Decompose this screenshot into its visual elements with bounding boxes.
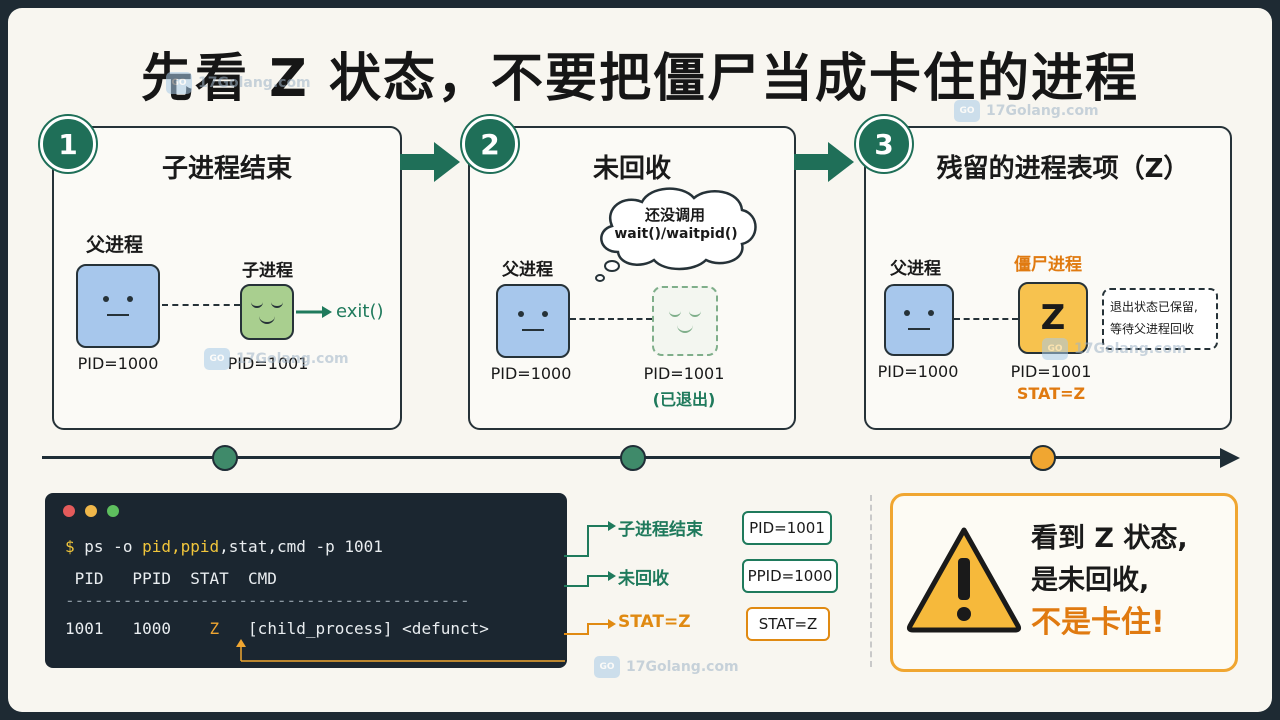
panel-title: 未回收	[592, 154, 671, 184]
watermark-text: 17Golang.com	[236, 351, 349, 367]
panel-step-1: 子进程结束 父进程 PID=1000 子进程 exit() PID=1001	[52, 126, 402, 430]
row-ppid: 1000	[132, 619, 171, 638]
zombie-stat: STAT=Z	[1016, 384, 1086, 403]
parent-process-face-icon	[884, 284, 954, 356]
zombie-letter: Z	[1040, 298, 1066, 338]
process-link-line	[954, 318, 1018, 320]
timeline-dot-2	[620, 445, 646, 471]
zombie-note-line-1: 退出状态已保留,	[1110, 300, 1198, 314]
exit-arrow-icon	[296, 306, 332, 318]
terminal-window: $ ps -o pid,ppid,stat,cmd -p 1001 PID PP…	[45, 493, 567, 668]
zombie-note-box: 退出状态已保留, 等待父进程回收	[1102, 288, 1218, 350]
step-badge-1: 1	[40, 116, 96, 172]
warning-line-3: 不是卡住!	[1031, 605, 1165, 640]
watermark-text: 17Golang.com	[198, 75, 311, 91]
parent-label: 父进程	[502, 260, 553, 280]
warning-card: 看到 Z 状态, 是未回收, 不是卡住!	[890, 493, 1238, 672]
close-dot-icon	[63, 505, 75, 517]
step-badge-3: 3	[856, 116, 912, 172]
parent-pid: PID=1000	[877, 362, 959, 381]
watermark-logo-icon: GO	[204, 348, 230, 370]
next-step-arrow-icon	[400, 142, 460, 182]
watermark: GO 17Golang.com	[954, 100, 1099, 122]
maximize-dot-icon	[107, 505, 119, 517]
stat-pointer-arrow-icon	[236, 639, 565, 662]
watermark-logo-icon: GO	[1042, 338, 1068, 360]
annotation-label-1: 子进程结束	[618, 520, 703, 540]
child-pid: PID=1001	[643, 364, 725, 383]
stat-pill: STAT=Z	[746, 607, 830, 641]
section-divider	[870, 495, 872, 667]
pid-pill: PID=1001	[742, 511, 832, 545]
timeline-dot-1	[212, 445, 238, 471]
exit-call: exit()	[336, 301, 384, 322]
parent-pid: PID=1000	[490, 364, 572, 383]
annotation-label-2: 未回收	[618, 569, 669, 589]
watermark: GO 17Golang.com	[594, 656, 739, 678]
terminal-row: 1001 1000 Z [child_process] <defunct>	[65, 619, 489, 638]
panel-step-2: 未回收 还没调用 wait()/waitpid() 父进程 PID=1000 P…	[468, 126, 796, 430]
warning-line-2: 是未回收,	[1031, 565, 1150, 596]
watermark-text: 17Golang.com	[626, 659, 739, 675]
process-link-line	[162, 304, 240, 306]
ppid-pill: PPID=1000	[742, 559, 838, 593]
parent-label: 父进程	[86, 234, 144, 256]
warning-message: 看到 Z 状态, 是未回收, 不是卡住!	[1031, 518, 1188, 644]
timeline-arrowhead-icon	[1220, 448, 1240, 468]
watermark-logo-icon: GO	[954, 100, 980, 122]
bubble-text-2: wait()/waitpid()	[614, 226, 738, 242]
watermark-logo-icon: GO	[594, 656, 620, 678]
terminal-command-line: $ ps -o pid,ppid,stat,cmd -p 1001	[65, 537, 383, 556]
bubble-text-1: 还没调用	[644, 206, 705, 224]
process-link-line	[570, 318, 652, 320]
terminal-header: PID PPID STAT CMD	[65, 569, 277, 588]
minimize-dot-icon	[85, 505, 97, 517]
timeline-dot-3	[1030, 445, 1056, 471]
parent-process-face-icon	[496, 284, 570, 358]
warning-line-1: 看到 Z 状态,	[1031, 523, 1188, 554]
panel-title: 残留的进程表项（Z）	[936, 154, 1190, 184]
annotation-label-3: STAT=Z	[618, 612, 691, 632]
thought-bubble-icon	[595, 187, 757, 282]
watermark-logo-icon: GO	[166, 72, 192, 94]
warning-triangle-icon	[906, 527, 1022, 633]
child-process-face-icon	[240, 284, 294, 340]
terminal-command: ps -o	[84, 537, 133, 556]
next-step-arrow-icon	[794, 142, 854, 182]
zombie-pid: PID=1001	[1010, 362, 1092, 381]
panel-step-3: 残留的进程表项（Z） 父进程 PID=1000 僵尸进程 Z PID=1001 …	[864, 126, 1232, 430]
parent-label: 父进程	[890, 259, 941, 279]
terminal-args-highlight: pid,ppid	[142, 537, 220, 556]
page-title: 先看 Z 状态，不要把僵尸当成卡住的进程	[141, 49, 1139, 109]
watermark: GO 17Golang.com	[204, 348, 349, 370]
exited-child-face-icon	[652, 286, 718, 356]
row-stat: Z	[209, 619, 220, 638]
terminal-prompt: $	[65, 537, 75, 556]
parent-pid: PID=1000	[77, 354, 159, 373]
parent-process-face-icon	[76, 264, 160, 348]
watermark: GO 17Golang.com	[1042, 338, 1187, 360]
zombie-label: 僵尸进程	[1014, 255, 1082, 275]
infographic-page: 先看 Z 状态，不要把僵尸当成卡住的进程 GO 17Golang.com GO …	[8, 8, 1272, 712]
child-exited-note: (已退出)	[652, 390, 716, 409]
watermark-text: 17Golang.com	[1074, 341, 1187, 357]
terminal-args: ,stat,cmd -p 1001	[219, 537, 383, 556]
step-badge-2: 2	[462, 116, 518, 172]
watermark: GO 17Golang.com	[166, 72, 311, 94]
child-pid: PID=1001	[227, 354, 309, 373]
terminal-separator: ----------------------------------------…	[65, 591, 470, 610]
row-pid: 1001	[65, 619, 104, 638]
child-label: 子进程	[242, 261, 293, 281]
zombie-note-line-2: 等待父进程回收	[1110, 322, 1195, 336]
panel-title: 子进程结束	[161, 154, 292, 184]
row-cmd: [child_process] <defunct>	[248, 619, 489, 638]
watermark-text: 17Golang.com	[986, 103, 1099, 119]
annotation-connectors-icon	[564, 521, 616, 635]
